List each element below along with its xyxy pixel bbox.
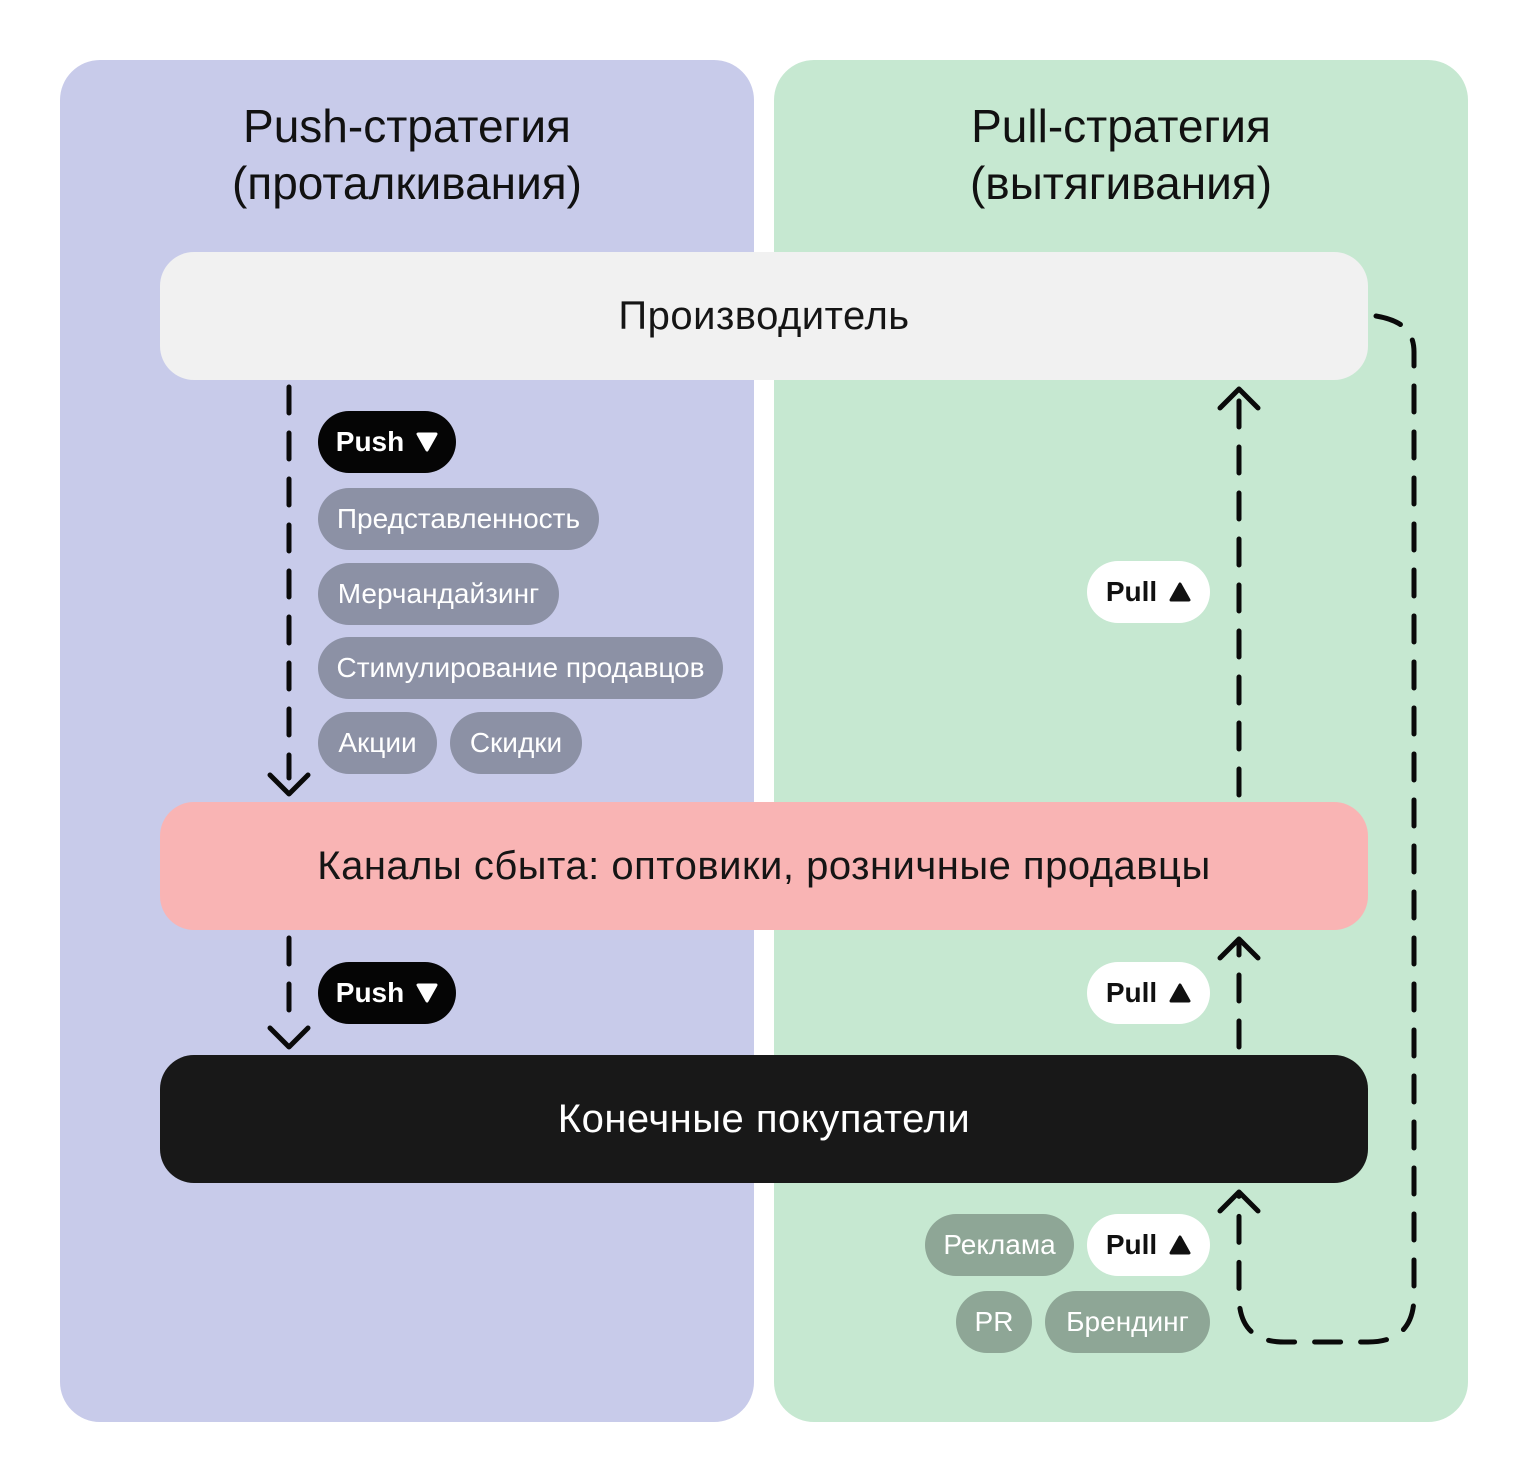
triangle-up-icon: [1169, 1235, 1191, 1255]
push-label-2: Push: [318, 962, 456, 1024]
pull-label-2-text: Pull: [1105, 977, 1158, 1008]
pull-strategy-title: Pull-стратегия (вытягивания): [774, 98, 1468, 212]
triangle-up-icon: [1169, 582, 1191, 602]
triangle-down-icon: [416, 432, 438, 452]
pull-label-3-text: Pull: [1105, 1229, 1158, 1260]
push-label-1: Push: [318, 411, 456, 473]
pull-arrow-1-head: [1217, 386, 1261, 411]
channels-band: Каналы сбыта: оптовики, розничные продав…: [160, 802, 1368, 930]
push-arrow-2-head: [267, 1025, 311, 1050]
producer-band: Производитель: [160, 252, 1368, 380]
push-title-line2: (проталкивания): [231, 157, 582, 209]
push-tool-pill: Стимулирование продавцов: [318, 637, 723, 699]
pull-tool-pill: Реклама: [925, 1214, 1074, 1276]
pull-title-line2: (вытягивания): [969, 157, 1273, 209]
pull-title-line1: Pull-стратегия: [971, 100, 1271, 152]
triangle-down-icon: [416, 983, 438, 1003]
pull-loop-head: [1217, 1189, 1261, 1214]
pull-tool-pill: Брендинг: [1045, 1291, 1210, 1353]
pull-label-1: Pull: [1087, 561, 1210, 623]
push-arrow-1-head: [267, 772, 311, 797]
push-label-1-text: Push: [335, 426, 405, 457]
push-tool-pill: Представленность: [318, 488, 599, 550]
push-tool-pill: Скидки: [450, 712, 582, 774]
push-tool-pill: Мерчандайзинг: [318, 563, 559, 625]
pull-label-3: Pull: [1087, 1214, 1210, 1276]
pull-label-1-text: Pull: [1105, 576, 1158, 607]
push-strategy-title: Push-стратегия (проталкивания): [60, 98, 754, 212]
buyers-band: Конечные покупатели: [160, 1055, 1368, 1183]
push-label-2-text: Push: [335, 977, 405, 1008]
push-tool-pill: Акции: [318, 712, 437, 774]
pull-loop-path: [1236, 313, 1417, 1345]
triangle-up-icon: [1169, 983, 1191, 1003]
pull-label-2: Pull: [1087, 962, 1210, 1024]
pull-arrow-2-head: [1217, 936, 1261, 961]
pull-tool-pill: PR: [956, 1291, 1032, 1353]
push-title-line1: Push-стратегия: [243, 100, 571, 152]
